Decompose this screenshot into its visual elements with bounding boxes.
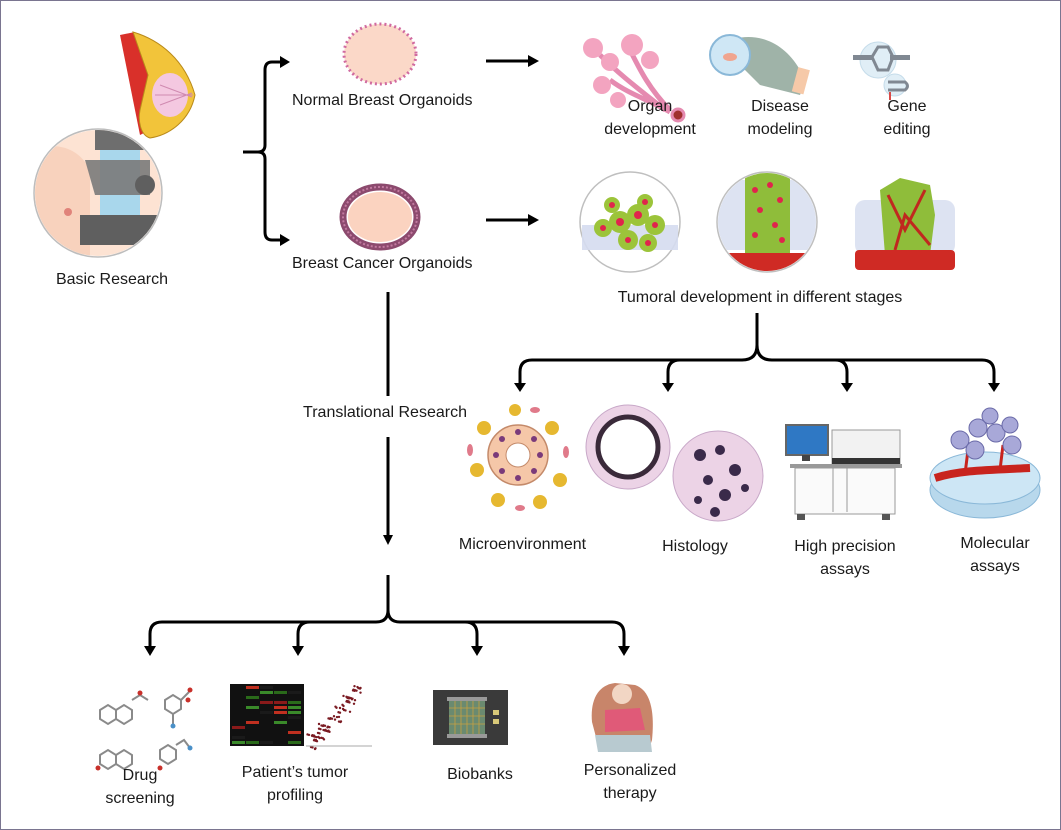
tumor-stage-3-icon xyxy=(855,178,955,270)
cancer-organoid-icon xyxy=(339,183,421,251)
drug-screening-label: Drug screening xyxy=(95,764,185,810)
label-line: Gene xyxy=(887,98,927,115)
normal-organoids-label: Normal Breast Organoids xyxy=(292,92,473,109)
translational-research-label: Translational Research xyxy=(303,404,467,421)
label-line: modeling xyxy=(747,121,813,138)
microenvironment-icon xyxy=(467,404,569,511)
label-line: Organ xyxy=(627,98,673,115)
molecules-icon xyxy=(95,687,193,771)
normal-organoid-icon xyxy=(342,22,418,86)
translational-branch-arrowheads xyxy=(144,646,630,656)
tumoral-branch-bracket xyxy=(518,313,996,385)
gene-editing-label: Gene editing xyxy=(862,95,952,141)
high-precision-assays-label: High precision assays xyxy=(780,535,910,581)
basic-research-label: Basic Research xyxy=(55,271,169,288)
label-line: development xyxy=(604,121,696,138)
personalized-therapy-label: Personalized therapy xyxy=(570,759,690,805)
biobanks-label: Biobanks xyxy=(430,763,530,786)
tumoral-branch-arrowheads xyxy=(514,383,1000,392)
gloved-hand-dish-icon xyxy=(709,34,810,95)
translational-branch-bracket xyxy=(148,575,626,648)
disease-modeling-label: Disease modeling xyxy=(730,95,830,141)
brace-arrow-basic xyxy=(243,60,283,242)
tumor-stage-1-icon xyxy=(579,171,681,273)
label-line: Histology xyxy=(662,538,728,555)
patient-icon xyxy=(591,683,653,752)
label-line: screening xyxy=(105,790,175,807)
heatmap-scatter-icon xyxy=(230,684,372,751)
lab-instrument-icon xyxy=(785,424,902,520)
label-line: Molecular xyxy=(960,535,1030,552)
tumor-profiling-label: Patient’s tumor profiling xyxy=(220,761,370,807)
label-line: editing xyxy=(883,121,931,138)
translational-trunk xyxy=(383,292,393,545)
label-line: Patient’s tumor xyxy=(241,764,349,781)
tumoral-development-label: Tumoral development in different stages xyxy=(617,289,903,306)
label-line: Microenvironment xyxy=(458,536,587,553)
label-line: Personalized xyxy=(583,762,677,779)
dna-editing-icon xyxy=(853,41,910,100)
molecular-assays-label: Molecular assays xyxy=(945,532,1045,578)
microenvironment-label: Microenvironment xyxy=(440,533,605,556)
label-line: Drug xyxy=(122,767,158,784)
label-line: therapy xyxy=(603,785,657,802)
histology-icon xyxy=(585,404,764,522)
label-line: Disease xyxy=(751,98,809,115)
cells-vessel-dish-icon xyxy=(929,407,1041,519)
label-line: High precision xyxy=(794,538,896,555)
label-line: assays xyxy=(970,558,1020,575)
arrow-cancer-to-tumoral xyxy=(486,214,539,226)
organ-development-label: Organ development xyxy=(590,95,710,141)
biobank-icon xyxy=(433,690,508,745)
arrowhead xyxy=(280,56,290,68)
arrowhead xyxy=(280,234,290,246)
mammary-gland-icon xyxy=(583,34,686,123)
tumor-stage-2-icon xyxy=(716,171,818,273)
label-line: assays xyxy=(820,561,870,578)
label-line: profiling xyxy=(266,787,324,804)
arrow-normal-to-applications xyxy=(486,55,539,67)
label-line: Biobanks xyxy=(447,766,513,783)
histology-label: Histology xyxy=(645,535,745,558)
mammography-icon xyxy=(33,31,196,258)
cancer-organoids-label: Breast Cancer Organoids xyxy=(292,255,473,272)
